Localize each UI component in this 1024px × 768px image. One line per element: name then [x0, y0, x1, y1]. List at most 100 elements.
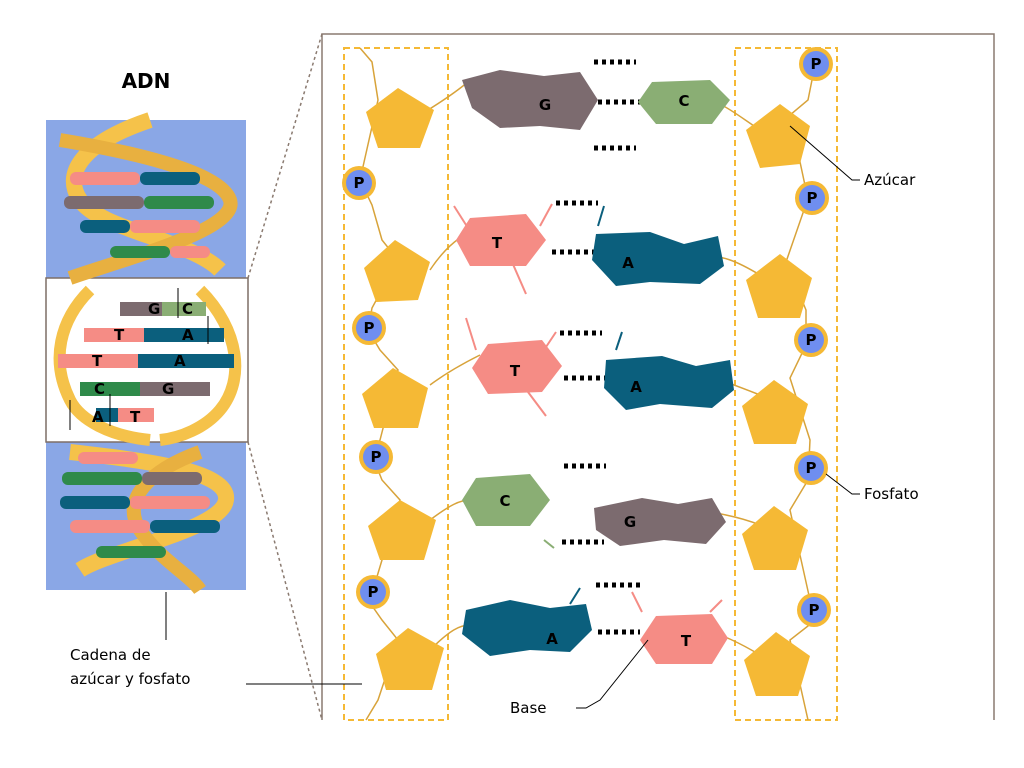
base-letter: G: [539, 96, 551, 114]
helix-letter: A: [174, 352, 186, 370]
sugar-label: Azúcar: [864, 171, 916, 189]
helix-rung: [78, 452, 138, 464]
helix-rung: [84, 328, 144, 342]
helix-ribbon: [58, 133, 238, 285]
base-pair-5: A T: [462, 600, 728, 664]
phosphate-symbol: P: [806, 459, 817, 477]
base-G: [594, 498, 726, 546]
sugars: [362, 88, 812, 696]
helix-rung: [70, 520, 150, 533]
helix-rung: [140, 382, 210, 396]
helix-letter: T: [92, 352, 103, 370]
hydrogen-bonds: [552, 59, 640, 635]
backbone-box-left: [343, 47, 449, 721]
phosphate-label: Fosfato: [864, 485, 919, 503]
sugar-pentagon: [368, 500, 436, 560]
base-A: [604, 356, 734, 410]
base-C: [638, 80, 730, 124]
helix-rung: [162, 302, 206, 316]
helix-rung: [130, 220, 200, 233]
helix-rung: [62, 472, 142, 485]
phosphate-symbol: P: [811, 55, 822, 73]
helix-letter: T: [130, 408, 141, 426]
helix-letter: A: [182, 326, 194, 344]
helix-rung: [150, 520, 220, 533]
helix-rung: [80, 220, 130, 233]
helix-rung: [60, 496, 130, 509]
phosphate-group: P: [342, 166, 376, 200]
phosphate-symbol: P: [809, 601, 820, 619]
base-pair-3: T A: [472, 340, 734, 410]
helix-rung: [144, 328, 224, 342]
helix-rung: [58, 354, 138, 368]
sugar-pentagon: [364, 240, 430, 302]
backbone-label-line2: azúcar y fosfato: [70, 670, 190, 688]
phosphate-symbol: P: [807, 189, 818, 207]
phosphates: P P P P P P P P: [342, 47, 833, 627]
helix-ribbon: [159, 285, 242, 446]
phosphate-symbol: P: [354, 174, 365, 192]
sugar-pentagon: [742, 506, 808, 570]
phosphate-symbol: P: [368, 583, 379, 601]
base-letter: C: [499, 492, 510, 510]
helix-rung: [138, 354, 234, 368]
callout-phosphate: Fosfato: [825, 473, 919, 503]
helix-letter: C: [94, 380, 105, 398]
helix-rung: [142, 472, 202, 485]
base-letter: T: [681, 632, 692, 650]
base-T: [640, 614, 728, 664]
phosphate-symbol: P: [371, 448, 382, 466]
base-sticks: [453, 203, 723, 613]
base-A: [462, 600, 592, 656]
base-pair-2: T A: [456, 214, 724, 286]
base-G: [462, 70, 598, 130]
helix-rung: [170, 246, 210, 258]
base-pair-4: C G: [462, 474, 726, 546]
phosphate-group: P: [352, 311, 386, 345]
sugar-pentagon: [746, 254, 812, 318]
helix-rung: [140, 172, 200, 185]
phosphate-group: P: [794, 323, 828, 357]
base-pair-1: G C: [462, 70, 730, 130]
helix-illustration: G C T A T A C G A T: [45, 112, 249, 595]
zoom-guide-line: [247, 33, 323, 279]
helix-rung: [96, 546, 166, 558]
phosphate-symbol: P: [806, 331, 817, 349]
base-letter: A: [622, 254, 634, 272]
helix-letter: G: [148, 300, 160, 318]
base-label: Base: [510, 699, 547, 717]
sugar-pentagon: [366, 88, 434, 148]
helix-rung: [80, 382, 140, 396]
phosphate-group: P: [356, 575, 390, 609]
phosphate-group: P: [795, 181, 829, 215]
phosphate-group: P: [359, 440, 393, 474]
sugar-pentagon: [742, 380, 808, 444]
base-letter: A: [546, 630, 558, 648]
sugar-pentagon: [746, 104, 810, 168]
helix-rung: [130, 496, 210, 509]
helix-rung: [64, 196, 144, 209]
helix-ribbon: [53, 285, 151, 446]
zoom-frame: [321, 33, 995, 720]
base-A: [592, 232, 724, 286]
base-C: [462, 474, 550, 526]
helix-letter: A: [92, 408, 104, 426]
base-T: [456, 214, 546, 266]
callout-base: Base: [510, 639, 649, 717]
phosphate-symbol: P: [364, 319, 375, 337]
sugar-pentagon: [362, 368, 428, 428]
helix-rung: [120, 302, 162, 316]
base-letter: C: [678, 92, 689, 110]
callout-sugar: Azúcar: [789, 125, 916, 189]
helix-rung: [96, 408, 118, 422]
base-letter: A: [630, 378, 642, 396]
backbone-label-line1: Cadena de: [70, 646, 151, 664]
base-T: [472, 340, 562, 394]
base-letter: G: [624, 513, 636, 531]
helix-rung: [110, 246, 170, 258]
callout-backbone: Cadena de azúcar y fosfato: [70, 592, 362, 688]
base-letter: T: [492, 234, 503, 252]
sugar-pentagon: [744, 632, 810, 696]
sugar-pentagon: [376, 628, 444, 690]
